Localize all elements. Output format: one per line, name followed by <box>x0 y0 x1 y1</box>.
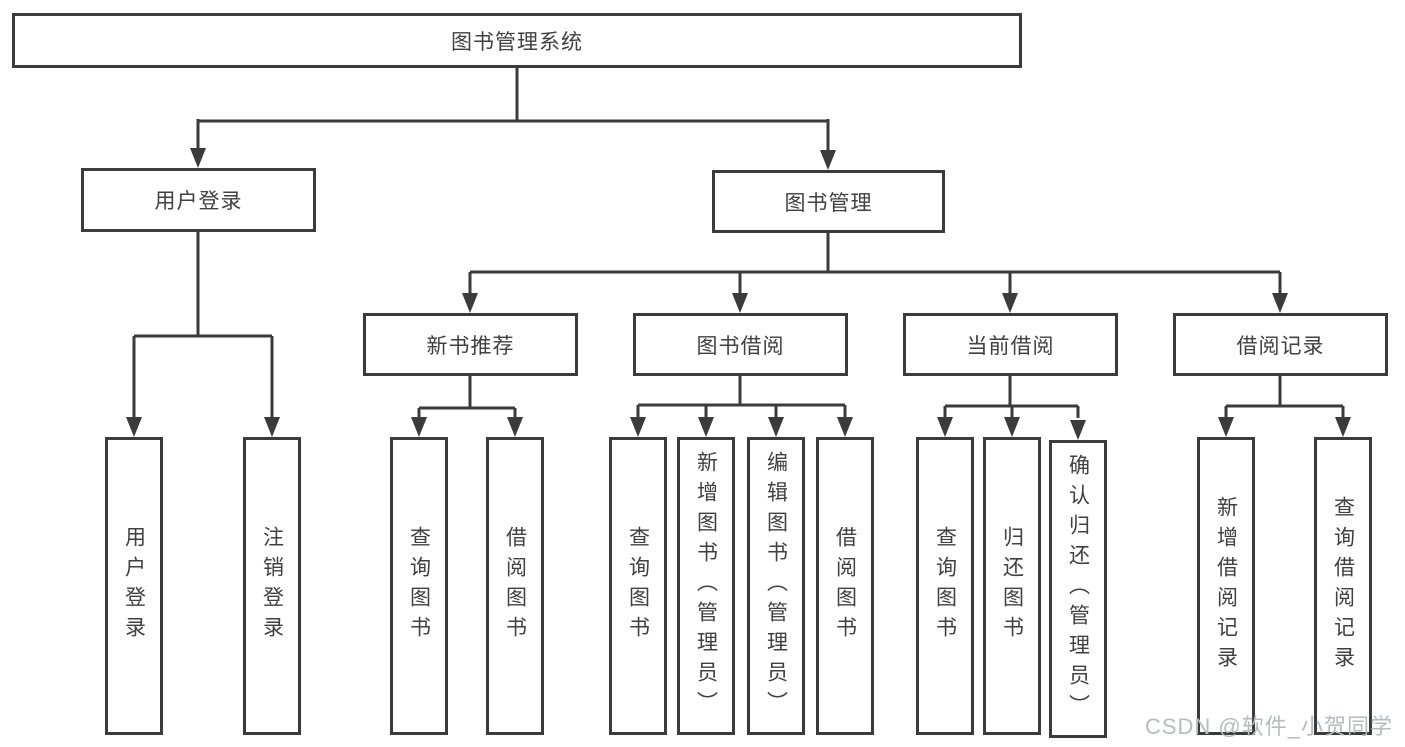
node-label: 编辑图书（管理员） <box>764 451 788 721</box>
node-label: 查询图书 <box>626 526 650 646</box>
arrowhead <box>820 150 836 170</box>
arrowhead <box>837 417 853 437</box>
arrowhead <box>1004 417 1020 437</box>
arrowhead <box>1272 293 1288 313</box>
node-label: 借阅记录 <box>1236 334 1325 358</box>
node-label: 查询图书 <box>407 526 431 646</box>
node-confirm-return-admin: 确认归还（管理员） <box>1049 440 1107 738</box>
node-return-books: 归还图书 <box>983 437 1041 735</box>
node-book-management: 图书管理 <box>712 170 945 233</box>
edges-book-management <box>462 233 1288 313</box>
node-label: 归还图书 <box>1000 526 1024 646</box>
edge-line <box>468 233 1282 294</box>
arrowhead <box>1002 293 1018 313</box>
node-library-management-system: 图书管理系统 <box>12 13 1022 68</box>
edges-new-book <box>411 376 523 437</box>
node-label: 用户登录 <box>154 190 243 213</box>
edge-line <box>943 376 1080 418</box>
edges-borrow-record <box>1218 376 1351 437</box>
arrowhead <box>1218 417 1234 437</box>
node-add-books-admin: 新增图书（管理员） <box>677 437 735 735</box>
edge-line <box>636 376 847 418</box>
node-label: 当前借阅 <box>966 334 1055 358</box>
edge-line <box>1224 376 1345 418</box>
edges-root <box>190 68 836 170</box>
arrowhead <box>507 417 523 437</box>
arrowhead <box>264 417 280 437</box>
node-book-borrow: 图书借阅 <box>633 313 848 376</box>
node-query-books-newbook: 查询图书 <box>390 437 448 735</box>
arrowhead <box>462 293 478 313</box>
node-query-books-current: 查询图书 <box>916 437 974 735</box>
edges-current-borrow <box>937 376 1086 440</box>
arrowhead <box>126 417 142 437</box>
node-query-books-borrow: 查询图书 <box>609 437 667 735</box>
arrowhead <box>698 417 714 437</box>
edges-user-login <box>126 232 280 437</box>
node-edit-books-admin: 编辑图书（管理员） <box>747 437 805 735</box>
node-new-book-recommend: 新书推荐 <box>363 313 578 376</box>
node-label: 确认归还（管理员） <box>1066 454 1090 724</box>
node-query-borrow-record: 查询借阅记录 <box>1314 437 1372 735</box>
arrowhead <box>190 148 206 168</box>
node-logout: 注销登录 <box>243 437 301 735</box>
edges-book-borrow <box>630 376 853 437</box>
arrowhead <box>768 417 784 437</box>
node-label: 注销登录 <box>260 526 284 646</box>
node-label: 查询图书 <box>933 526 957 646</box>
node-label: 新书推荐 <box>426 334 515 358</box>
node-borrow-books-newbook: 借阅图书 <box>486 437 544 735</box>
arrowhead <box>1070 420 1086 440</box>
node-label: 用户登录 <box>122 526 146 646</box>
edge-line <box>132 232 274 418</box>
node-label: 图书管理系统 <box>451 30 583 54</box>
node-label: 图书管理 <box>784 191 873 215</box>
node-label: 查询借阅记录 <box>1331 496 1355 676</box>
arrowhead <box>732 293 748 313</box>
node-borrow-books-borrow: 借阅图书 <box>816 437 874 735</box>
node-current-borrow: 当前借阅 <box>903 313 1118 376</box>
node-label: 新增借阅记录 <box>1214 496 1238 676</box>
node-user-login-leaf: 用户登录 <box>105 437 163 735</box>
arrowhead <box>1335 417 1351 437</box>
node-label: 新增图书（管理员） <box>694 451 718 721</box>
node-label: 图书借阅 <box>696 334 785 358</box>
arrowhead <box>630 417 646 437</box>
csdn-watermark: CSDN @软件_小贺同学 <box>1144 714 1393 739</box>
edge-line <box>417 376 517 418</box>
node-add-borrow-record: 新增借阅记录 <box>1197 437 1255 735</box>
arrowhead <box>937 417 953 437</box>
edge-line <box>196 68 830 151</box>
node-label: 借阅图书 <box>503 526 527 646</box>
node-label: 借阅图书 <box>833 526 857 646</box>
arrowhead <box>411 417 427 437</box>
node-borrow-record: 借阅记录 <box>1173 313 1388 376</box>
node-user-login: 用户登录 <box>81 168 316 232</box>
